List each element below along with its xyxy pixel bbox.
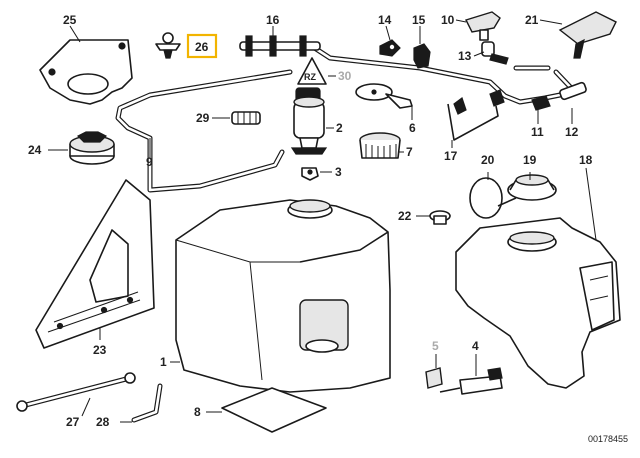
label-6: 6 bbox=[409, 121, 416, 135]
part-5-grommet[interactable] bbox=[425, 367, 443, 389]
label-22: 22 bbox=[398, 209, 412, 223]
label-12: 12 bbox=[565, 125, 579, 139]
part-24-filler-cap[interactable] bbox=[69, 131, 115, 165]
part-26-clip[interactable] bbox=[155, 32, 181, 59]
label-24: 24 bbox=[28, 143, 42, 157]
label-4: 4 bbox=[472, 339, 479, 353]
part-14-connector[interactable] bbox=[379, 39, 401, 57]
part-28-elbow-pipe[interactable] bbox=[131, 383, 163, 423]
label-3: 3 bbox=[335, 165, 342, 179]
part-17-hose-bracket[interactable] bbox=[447, 89, 505, 141]
label-21: 21 bbox=[525, 13, 539, 27]
label-9: 9 bbox=[146, 155, 153, 169]
label-1: 1 bbox=[160, 355, 167, 369]
label-14: 14 bbox=[378, 13, 392, 27]
part-2-washer-pump[interactable] bbox=[290, 87, 328, 155]
label-16: 16 bbox=[266, 13, 280, 27]
label-17: 17 bbox=[444, 149, 458, 163]
part-3-nut[interactable] bbox=[301, 167, 319, 181]
part-4-level-sensor[interactable] bbox=[439, 367, 503, 395]
label-15: 15 bbox=[412, 13, 426, 27]
part-19-tank-cap[interactable] bbox=[507, 174, 557, 201]
label-8: 8 bbox=[194, 405, 201, 419]
part-25-bracket[interactable] bbox=[39, 39, 133, 105]
label-7: 7 bbox=[406, 145, 413, 159]
leader-lines bbox=[48, 19, 597, 423]
part-13-nozzle-fitting[interactable] bbox=[481, 41, 509, 65]
part-8-foam-pad[interactable] bbox=[221, 387, 327, 433]
label-5: 5 bbox=[432, 339, 439, 353]
label-10: 10 bbox=[441, 13, 455, 27]
diagram-number: 00178455 bbox=[588, 434, 628, 444]
part-7-filter-screen[interactable] bbox=[359, 132, 401, 159]
part-10-washer-nozzle[interactable] bbox=[465, 11, 501, 41]
label-26: 26 bbox=[195, 40, 209, 54]
label-28: 28 bbox=[96, 415, 110, 429]
part-22-plug[interactable] bbox=[429, 210, 451, 225]
label-30: 30 bbox=[338, 69, 352, 83]
part-29-spring-seal[interactable] bbox=[231, 111, 261, 125]
label-23: 23 bbox=[93, 343, 107, 357]
part-11-connector[interactable] bbox=[531, 95, 551, 111]
part-30-warning-triangle: RZ bbox=[297, 57, 327, 85]
label-29: 29 bbox=[196, 111, 210, 125]
part-12-check-valve[interactable] bbox=[559, 81, 587, 101]
svg-text:RZ: RZ bbox=[304, 72, 316, 82]
part-21-washer-nozzle[interactable] bbox=[558, 11, 617, 59]
label-20: 20 bbox=[481, 153, 495, 167]
part-23-mounting-panel[interactable] bbox=[35, 179, 155, 349]
part-26-highlight-box bbox=[186, 33, 218, 59]
part-1-washer-tank[interactable] bbox=[175, 199, 391, 393]
label-19: 19 bbox=[523, 153, 537, 167]
label-27: 27 bbox=[66, 415, 80, 429]
label-25: 25 bbox=[63, 13, 77, 27]
part-6-clamp[interactable] bbox=[355, 83, 413, 109]
part-27-pipe[interactable] bbox=[16, 372, 136, 412]
label-2: 2 bbox=[336, 121, 343, 135]
part-18-reservoir[interactable] bbox=[455, 217, 621, 389]
part-20-cover[interactable] bbox=[469, 177, 517, 219]
label-18: 18 bbox=[579, 153, 593, 167]
label-11: 11 bbox=[531, 125, 544, 139]
part-labels: 25 26 16 14 15 10 21 13 30 2 29 3 6 7 17… bbox=[28, 13, 628, 444]
part-16-hose-holder[interactable] bbox=[239, 35, 321, 57]
hose-line bbox=[115, 42, 578, 193]
part-15-grommet[interactable] bbox=[413, 43, 431, 69]
label-13: 13 bbox=[458, 49, 472, 63]
